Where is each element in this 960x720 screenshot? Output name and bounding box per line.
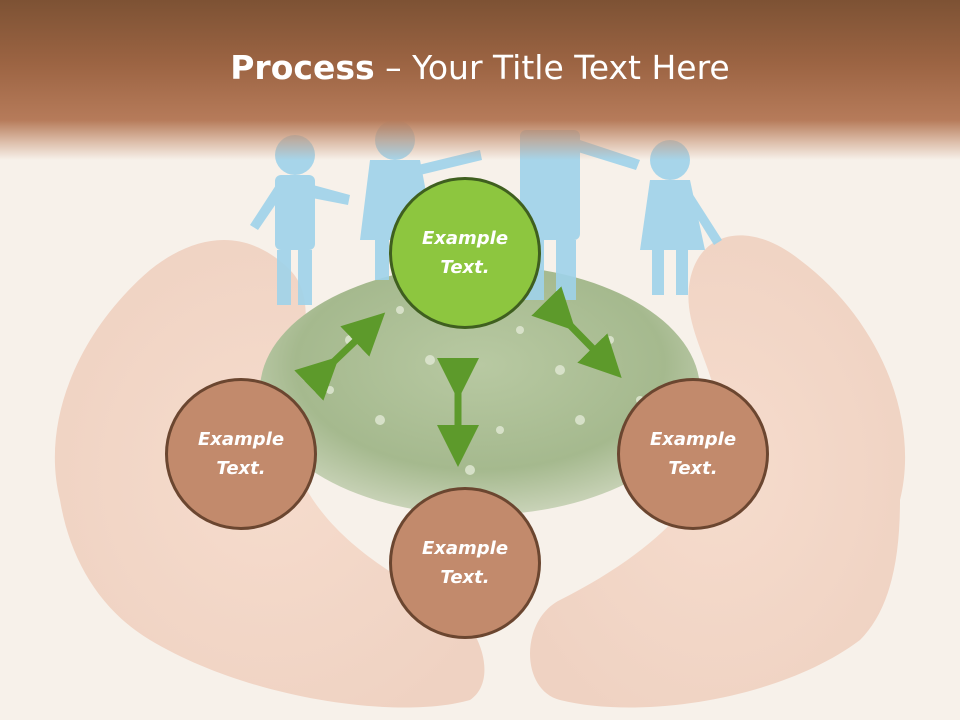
node-text-line2: Text. [440, 567, 490, 588]
process-node-right[interactable]: Example Text. [617, 378, 769, 530]
process-node-bottom[interactable]: Example Text. [389, 487, 541, 639]
title-bar [0, 0, 960, 160]
node-text-line1: Example [197, 429, 285, 450]
node-text-line2: Text. [440, 257, 490, 278]
node-text-line1: Example [649, 429, 737, 450]
node-text-line1: Example [421, 538, 509, 559]
slide-title: Process – Your Title Text Here [0, 48, 960, 87]
node-text-line2: Text. [216, 458, 266, 479]
node-text-line2: Text. [668, 458, 718, 479]
node-text-line1: Example [421, 228, 509, 249]
title-bold: Process [230, 48, 375, 87]
process-node-top[interactable]: Example Text. [389, 177, 541, 329]
process-node-left[interactable]: Example Text. [165, 378, 317, 530]
title-rest: – Your Title Text Here [374, 48, 730, 87]
